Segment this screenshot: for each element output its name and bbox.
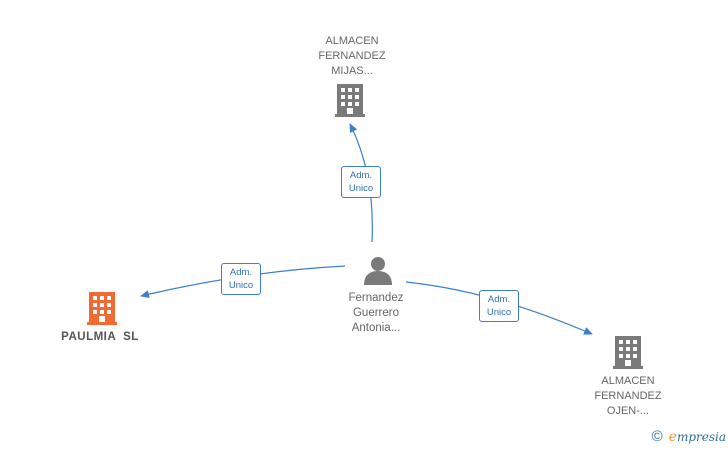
logo-e: e <box>668 428 677 445</box>
node-label-almacen-mijas[interactable]: ALMACEN FERNANDEZ MIJAS... <box>297 34 407 79</box>
badge-line: Unico <box>486 307 512 318</box>
footer-brand: © empresia <box>652 428 726 445</box>
label-line: Antonia... <box>351 322 401 334</box>
label-line: ALMACEN <box>601 375 655 387</box>
label-line: FERNANDEZ <box>318 50 386 62</box>
node-label-person[interactable]: Fernandez Guerrero Antonia... <box>321 291 431 336</box>
person-icon[interactable] <box>364 257 392 285</box>
edge-role-badge[interactable]: Adm. Unico <box>341 166 381 198</box>
empresia-logo[interactable]: empresia <box>669 429 726 445</box>
copyright-icon: © <box>651 428 663 445</box>
badge-line: Unico <box>348 183 374 194</box>
badge-line: Adm. <box>229 267 253 278</box>
node-label-almacen-ojen[interactable]: ALMACEN FERNANDEZ OJEN-... <box>573 374 683 419</box>
edge-role-badge[interactable]: Adm. Unico <box>221 263 261 295</box>
logo-text: mpresia <box>676 429 726 444</box>
label-line: Guerrero <box>352 307 400 319</box>
building-icon[interactable] <box>613 336 643 369</box>
badge-line: Unico <box>228 280 254 291</box>
label-line: PAULMIA SL <box>61 331 139 343</box>
label-line: MIJAS... <box>331 65 373 77</box>
badge-line: Adm. <box>349 170 373 181</box>
label-line: ALMACEN <box>325 35 379 47</box>
badge-line: Adm. <box>487 294 511 305</box>
edge-role-badge[interactable]: Adm. Unico <box>479 290 519 322</box>
building-icon[interactable] <box>87 292 117 325</box>
label-line: OJEN-... <box>606 405 650 417</box>
label-line: Fernandez <box>348 292 404 304</box>
building-icon[interactable] <box>335 84 365 117</box>
label-line: FERNANDEZ <box>594 390 662 402</box>
node-label-paulmia[interactable]: PAULMIA SL <box>45 330 155 345</box>
